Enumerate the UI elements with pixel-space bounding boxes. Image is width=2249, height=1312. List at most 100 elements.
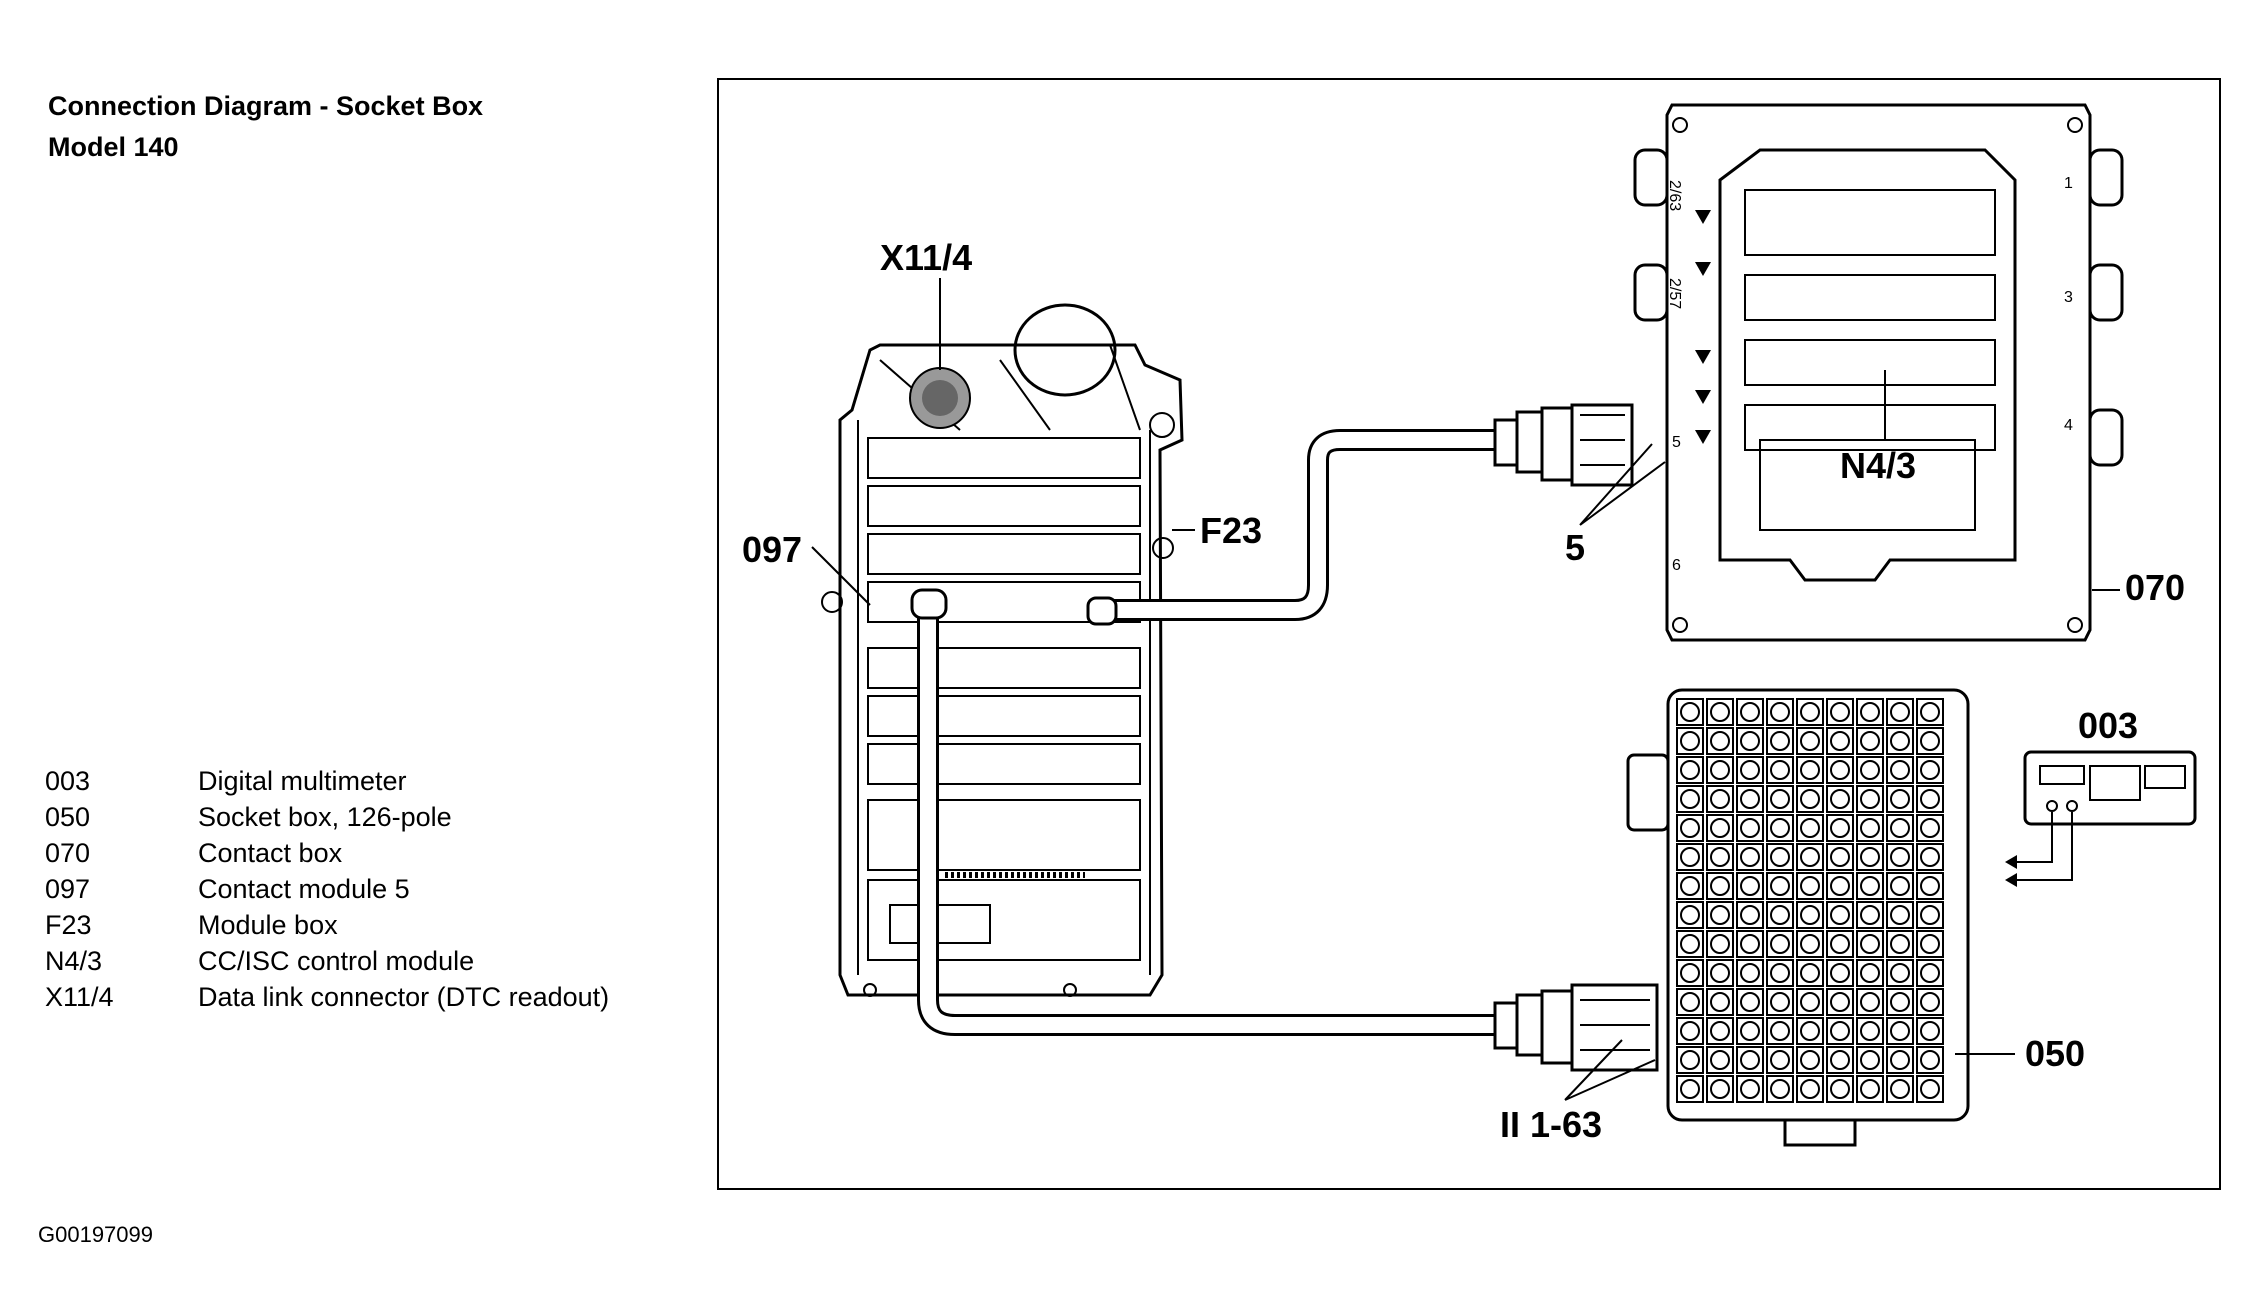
socket-cell: [1826, 959, 1854, 987]
socket-hole: [1800, 702, 1820, 722]
socket-cell: [1706, 872, 1734, 900]
socket-hole: [1740, 876, 1760, 896]
socket-hole: [1920, 760, 1940, 780]
socket-cell: [1856, 756, 1884, 784]
socket-hole: [1680, 876, 1700, 896]
callout-f23: F23: [1200, 510, 1262, 551]
legend-desc: Contact box: [198, 838, 343, 868]
socket-cell: [1856, 901, 1884, 929]
socket-hole: [1770, 818, 1790, 838]
socket-cell: [1856, 1017, 1884, 1045]
socket-hole: [1740, 847, 1760, 867]
socket-cell: [1706, 727, 1734, 755]
socket-cell: [1706, 756, 1734, 784]
socket-hole: [1770, 1021, 1790, 1041]
socket-hole: [1920, 731, 1940, 751]
socket-hole: [1740, 963, 1760, 983]
callout-050: 050: [2025, 1033, 2085, 1074]
socket-cell: [1916, 814, 1944, 842]
cable-to-socket-box: [917, 600, 1500, 1036]
socket-hole: [1710, 1050, 1730, 1070]
socket-cell: [1676, 756, 1704, 784]
socket-hole: [1740, 992, 1760, 1012]
legend-code: 050: [45, 802, 91, 832]
legend-code: F23: [45, 910, 92, 940]
socket-hole: [1830, 847, 1850, 867]
socket-hole: [1710, 731, 1730, 751]
callout-003: 003: [2078, 705, 2138, 746]
socket-hole: [1710, 876, 1730, 896]
connector-ii: [1493, 983, 1659, 1072]
contact-box-mark: 2/63: [1666, 180, 1683, 211]
socket-cell: [1886, 901, 1914, 929]
socket-hole: [1680, 992, 1700, 1012]
title-line-2: Model 140: [48, 132, 179, 162]
socket-cell: [1856, 1046, 1884, 1074]
socket-cell: [1766, 1017, 1794, 1045]
socket-cell: [1766, 930, 1794, 958]
socket-hole: [1920, 1021, 1940, 1041]
legend-code: 097: [45, 874, 91, 904]
socket-cell: [1796, 785, 1824, 813]
socket-cell: [1826, 1046, 1854, 1074]
socket-hole: [1710, 847, 1730, 867]
socket-hole: [1770, 1079, 1790, 1099]
socket-cell: [1766, 988, 1794, 1016]
socket-hole: [1830, 905, 1850, 925]
socket-hole: [1710, 905, 1730, 925]
socket-hole: [1860, 1050, 1880, 1070]
socket-cell: [1736, 959, 1764, 987]
socket-hole: [1740, 731, 1760, 751]
socket-cell: [1826, 756, 1854, 784]
socket-hole: [1680, 1021, 1700, 1041]
title-line-1: Connection Diagram - Socket Box: [48, 91, 484, 121]
socket-cell: [1886, 930, 1914, 958]
socket-cell: [1676, 1017, 1704, 1045]
contact-box-mark: 4: [2064, 417, 2073, 434]
socket-cell: [1796, 901, 1824, 929]
socket-hole: [1770, 731, 1790, 751]
socket-hole: [1920, 1079, 1940, 1099]
socket-cell: [1856, 959, 1884, 987]
socket-hole: [1800, 1079, 1820, 1099]
socket-hole: [1860, 847, 1880, 867]
socket-hole: [1830, 876, 1850, 896]
socket-hole: [1860, 963, 1880, 983]
socket-hole: [1710, 1079, 1730, 1099]
socket-hole: [1800, 847, 1820, 867]
socket-hole: [1920, 789, 1940, 809]
socket-cell: [1766, 698, 1794, 726]
socket-hole: [1830, 1021, 1850, 1041]
socket-hole: [1770, 992, 1790, 1012]
socket-hole: [1890, 702, 1910, 722]
socket-cell: [1706, 698, 1734, 726]
socket-hole: [1800, 934, 1820, 954]
socket-hole: [1890, 731, 1910, 751]
socket-hole: [1740, 905, 1760, 925]
callout-070: 070: [2125, 567, 2185, 608]
socket-cell: [1886, 988, 1914, 1016]
legend-desc: Data link connector (DTC readout): [198, 982, 610, 1012]
socket-hole: [1860, 731, 1880, 751]
socket-hole: [1830, 702, 1850, 722]
callout-5: 5: [1565, 527, 1585, 568]
contact-box-mark: 5: [1672, 434, 1681, 451]
socket-hole: [1740, 789, 1760, 809]
socket-hole: [1740, 1079, 1760, 1099]
socket-cell: [1736, 930, 1764, 958]
socket-cell: [1706, 959, 1734, 987]
socket-hole: [1920, 876, 1940, 896]
socket-cell: [1796, 1017, 1824, 1045]
figure-id: G00197099: [38, 1222, 153, 1247]
contact-box-mark: 2/57: [1666, 278, 1683, 309]
socket-hole: [1800, 1050, 1820, 1070]
socket-hole: [1830, 1050, 1850, 1070]
socket-cell: [1856, 930, 1884, 958]
socket-hole: [1680, 760, 1700, 780]
cable-to-contact-box: [1100, 429, 1500, 621]
socket-cell: [1766, 1075, 1794, 1103]
socket-cell: [1706, 814, 1734, 842]
